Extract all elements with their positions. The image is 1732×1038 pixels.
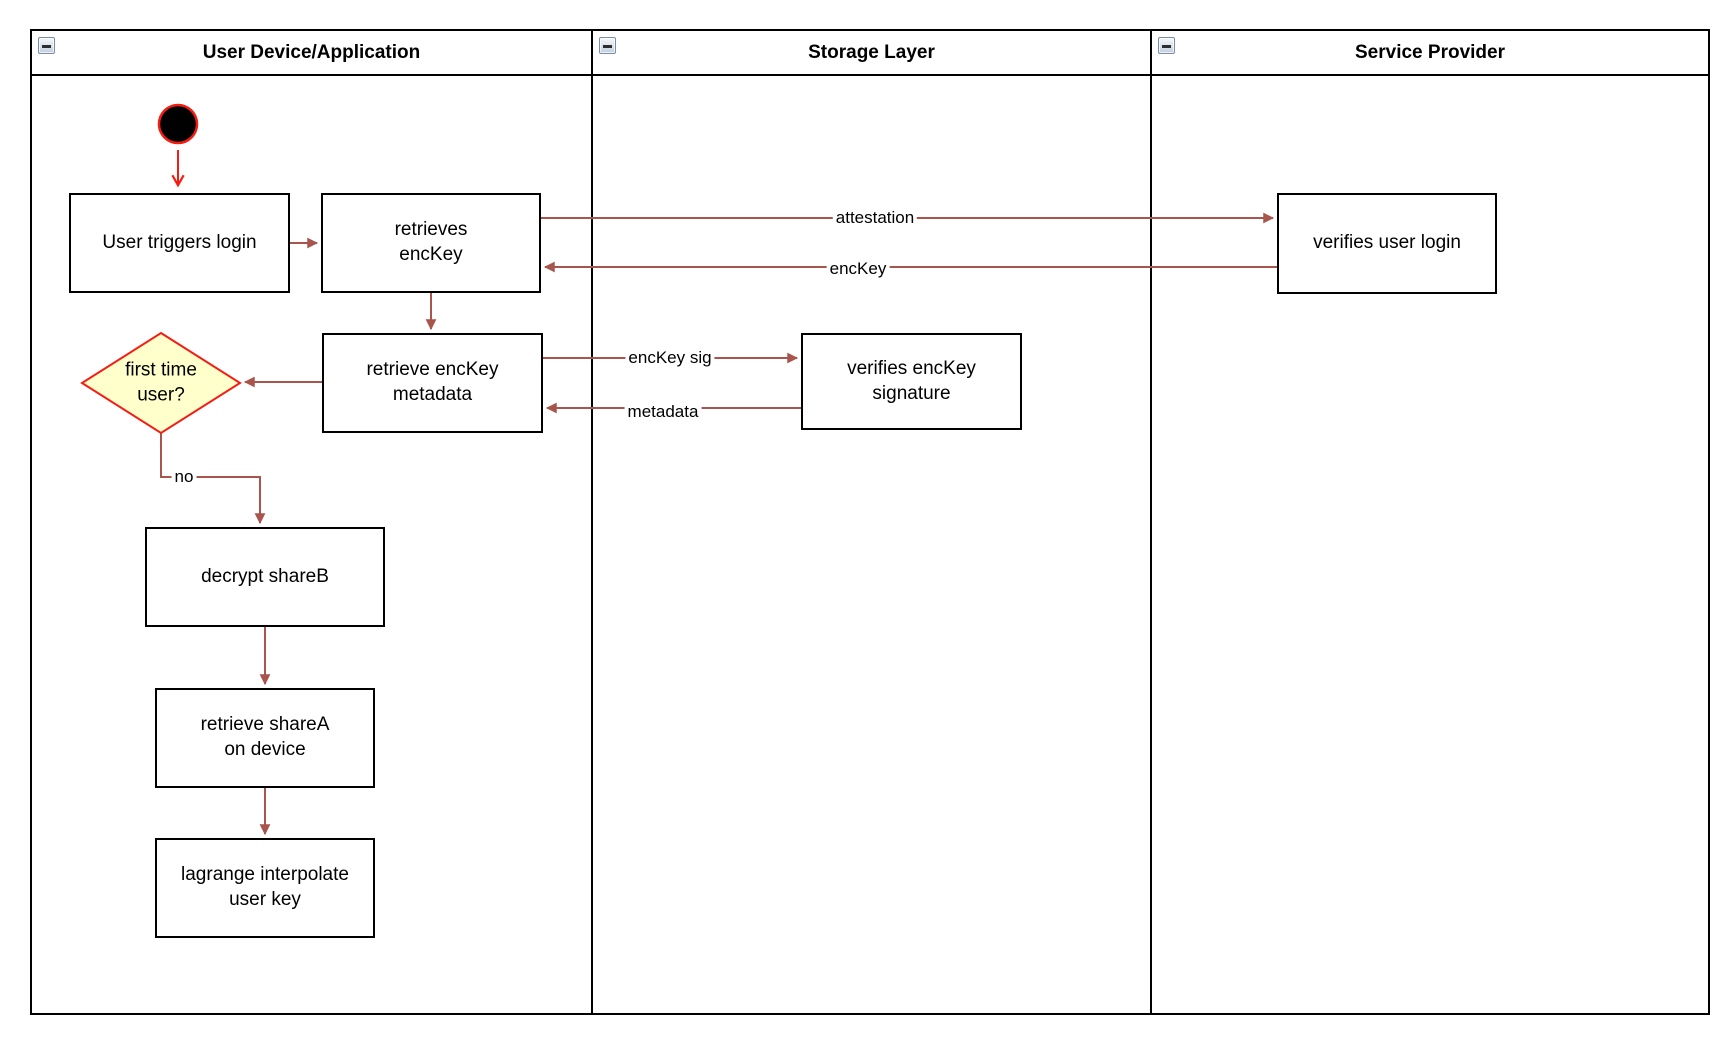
- node-lagrange-interpolate[interactable]: lagrange interpolate user key: [155, 838, 375, 938]
- node-retrieves-enckey[interactable]: retrieves encKey: [321, 193, 541, 293]
- start-node[interactable]: [157, 103, 199, 145]
- minus-glyph: [42, 45, 51, 48]
- edge-no-branch: [160, 433, 266, 525]
- minus-glyph: [1162, 45, 1171, 48]
- node-retrieve-sharea[interactable]: retrieve shareA on device: [155, 688, 375, 788]
- node-retrieve-enckey-metadata[interactable]: retrieve encKey metadata: [322, 333, 543, 433]
- decision-first-time-user-label: first time user?: [125, 359, 197, 405]
- lane-title: Storage Layer: [808, 41, 935, 63]
- node-verifies-user-login[interactable]: verifies user login: [1277, 193, 1497, 294]
- edge-label-metadata: metadata: [624, 402, 702, 422]
- edge-label-enckey-sig: encKey sig: [625, 348, 715, 368]
- minus-glyph: [603, 45, 612, 48]
- lane-title: Service Provider: [1355, 41, 1505, 63]
- collapse-minus-icon[interactable]: [38, 37, 55, 54]
- lane-title: User Device/Application: [202, 41, 421, 63]
- lane-header-user-device[interactable]: User Device/Application: [32, 31, 591, 76]
- lane-divider-2: [1150, 31, 1152, 1013]
- collapse-minus-icon[interactable]: [1158, 37, 1175, 54]
- node-decrypt-shareb[interactable]: decrypt shareB: [145, 527, 385, 627]
- node-verifies-enckey-signature[interactable]: verifies encKey signature: [801, 333, 1022, 430]
- edge-label-no: no: [171, 467, 197, 487]
- collapse-minus-icon[interactable]: [599, 37, 616, 54]
- lane-header-storage-layer[interactable]: Storage Layer: [593, 31, 1150, 76]
- node-user-triggers-login[interactable]: User triggers login: [69, 193, 290, 293]
- edge-label-enckey: encKey: [826, 259, 890, 279]
- decision-diamond[interactable]: [80, 331, 242, 435]
- edge-label-attestation: attestation: [832, 208, 918, 228]
- lane-divider-1: [591, 31, 593, 1013]
- lane-header-service-provider[interactable]: Service Provider: [1152, 31, 1708, 76]
